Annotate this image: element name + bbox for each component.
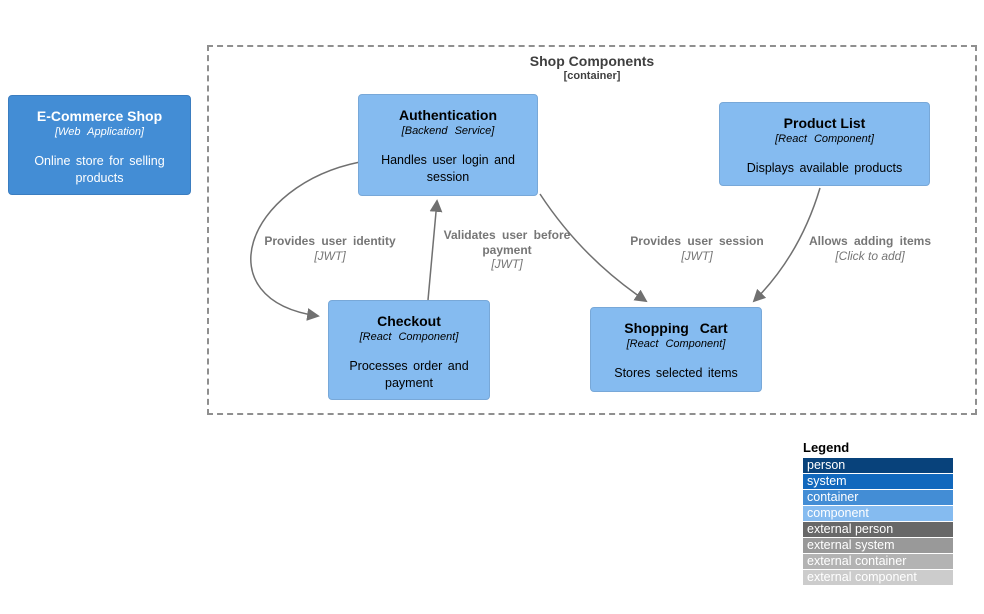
node-description: Handles user login and session: [381, 153, 515, 184]
edge-auth-to-checkout: [250, 161, 361, 321]
edge-label-note: [Click to add]: [835, 248, 905, 263]
legend-row-external-person: external person: [803, 522, 953, 537]
node-subtitle: [React Component]: [626, 338, 726, 350]
node-description: Online store for selling products: [34, 154, 165, 185]
boundary-title-text: Shop Components: [529, 53, 655, 69]
edge-label-allows-adding-items: Allows adding items [Click to add]: [785, 234, 955, 263]
edge-label-text: Provides user session: [630, 234, 764, 248]
legend-row-external-component: external component: [803, 570, 953, 585]
legend-row-external-container: external container: [803, 554, 953, 569]
edge-label-provides-user-identity: Provides user identity [JWT]: [240, 234, 420, 263]
legend-row-person: person: [803, 458, 953, 473]
node-checkout: Checkout [React Component] Processes ord…: [328, 300, 490, 400]
legend-row-container: container: [803, 490, 953, 505]
legend-row-component: component: [803, 506, 953, 521]
edge-label-note: [JWT]: [314, 248, 346, 263]
node-ecommerce-shop: E-Commerce Shop [Web Application] Online…: [8, 95, 191, 195]
edge-label-text: Allows adding items: [808, 234, 931, 248]
node-description: Processes order and payment: [349, 359, 469, 390]
edge-label-text: Provides user identity: [264, 234, 396, 248]
node-title: Authentication: [399, 107, 497, 123]
edge-checkout-to-auth: [427, 199, 443, 301]
node-subtitle: [Web Application]: [55, 126, 144, 138]
shop-components-boundary: Shop Components [container]: [207, 45, 977, 415]
edge-label-provides-user-session: Provides user session [JWT]: [607, 234, 787, 263]
node-title: E-Commerce Shop: [36, 108, 163, 124]
edge-label-text: Validates user before payment: [443, 228, 571, 257]
node-shopping-cart: Shopping Cart [React Component] Stores s…: [590, 307, 762, 392]
edge-auth-to-cart: [539, 193, 648, 303]
node-subtitle: [React Component]: [359, 331, 459, 343]
legend-row-system: system: [803, 474, 953, 489]
edge-productlist-to-cart: [752, 187, 821, 303]
boundary-subtitle-text: [container]: [563, 70, 621, 82]
node-title: Product List: [783, 115, 866, 131]
node-subtitle: [Backend Service]: [401, 125, 495, 137]
node-authentication: Authentication [Backend Service] Handles…: [358, 94, 538, 196]
node-title: Checkout: [377, 313, 441, 329]
legend-title: Legend: [803, 440, 850, 455]
node-product-list: Product List [React Component] Displays …: [719, 102, 930, 186]
boundary-title: Shop Components [container]: [209, 53, 975, 82]
node-description: Displays available products: [746, 161, 903, 175]
edge-label-note: [JWT]: [491, 257, 523, 271]
edge-label-note: [JWT]: [681, 248, 713, 263]
edge-label-validates-user: Validates user before payment [JWT]: [437, 228, 577, 272]
node-title: Shopping Cart: [624, 320, 728, 336]
legend-row-external-system: external system: [803, 538, 953, 553]
node-subtitle: [React Component]: [775, 133, 874, 145]
node-description: Stores selected items: [614, 366, 738, 380]
legend: Legend person system container component…: [803, 440, 953, 586]
